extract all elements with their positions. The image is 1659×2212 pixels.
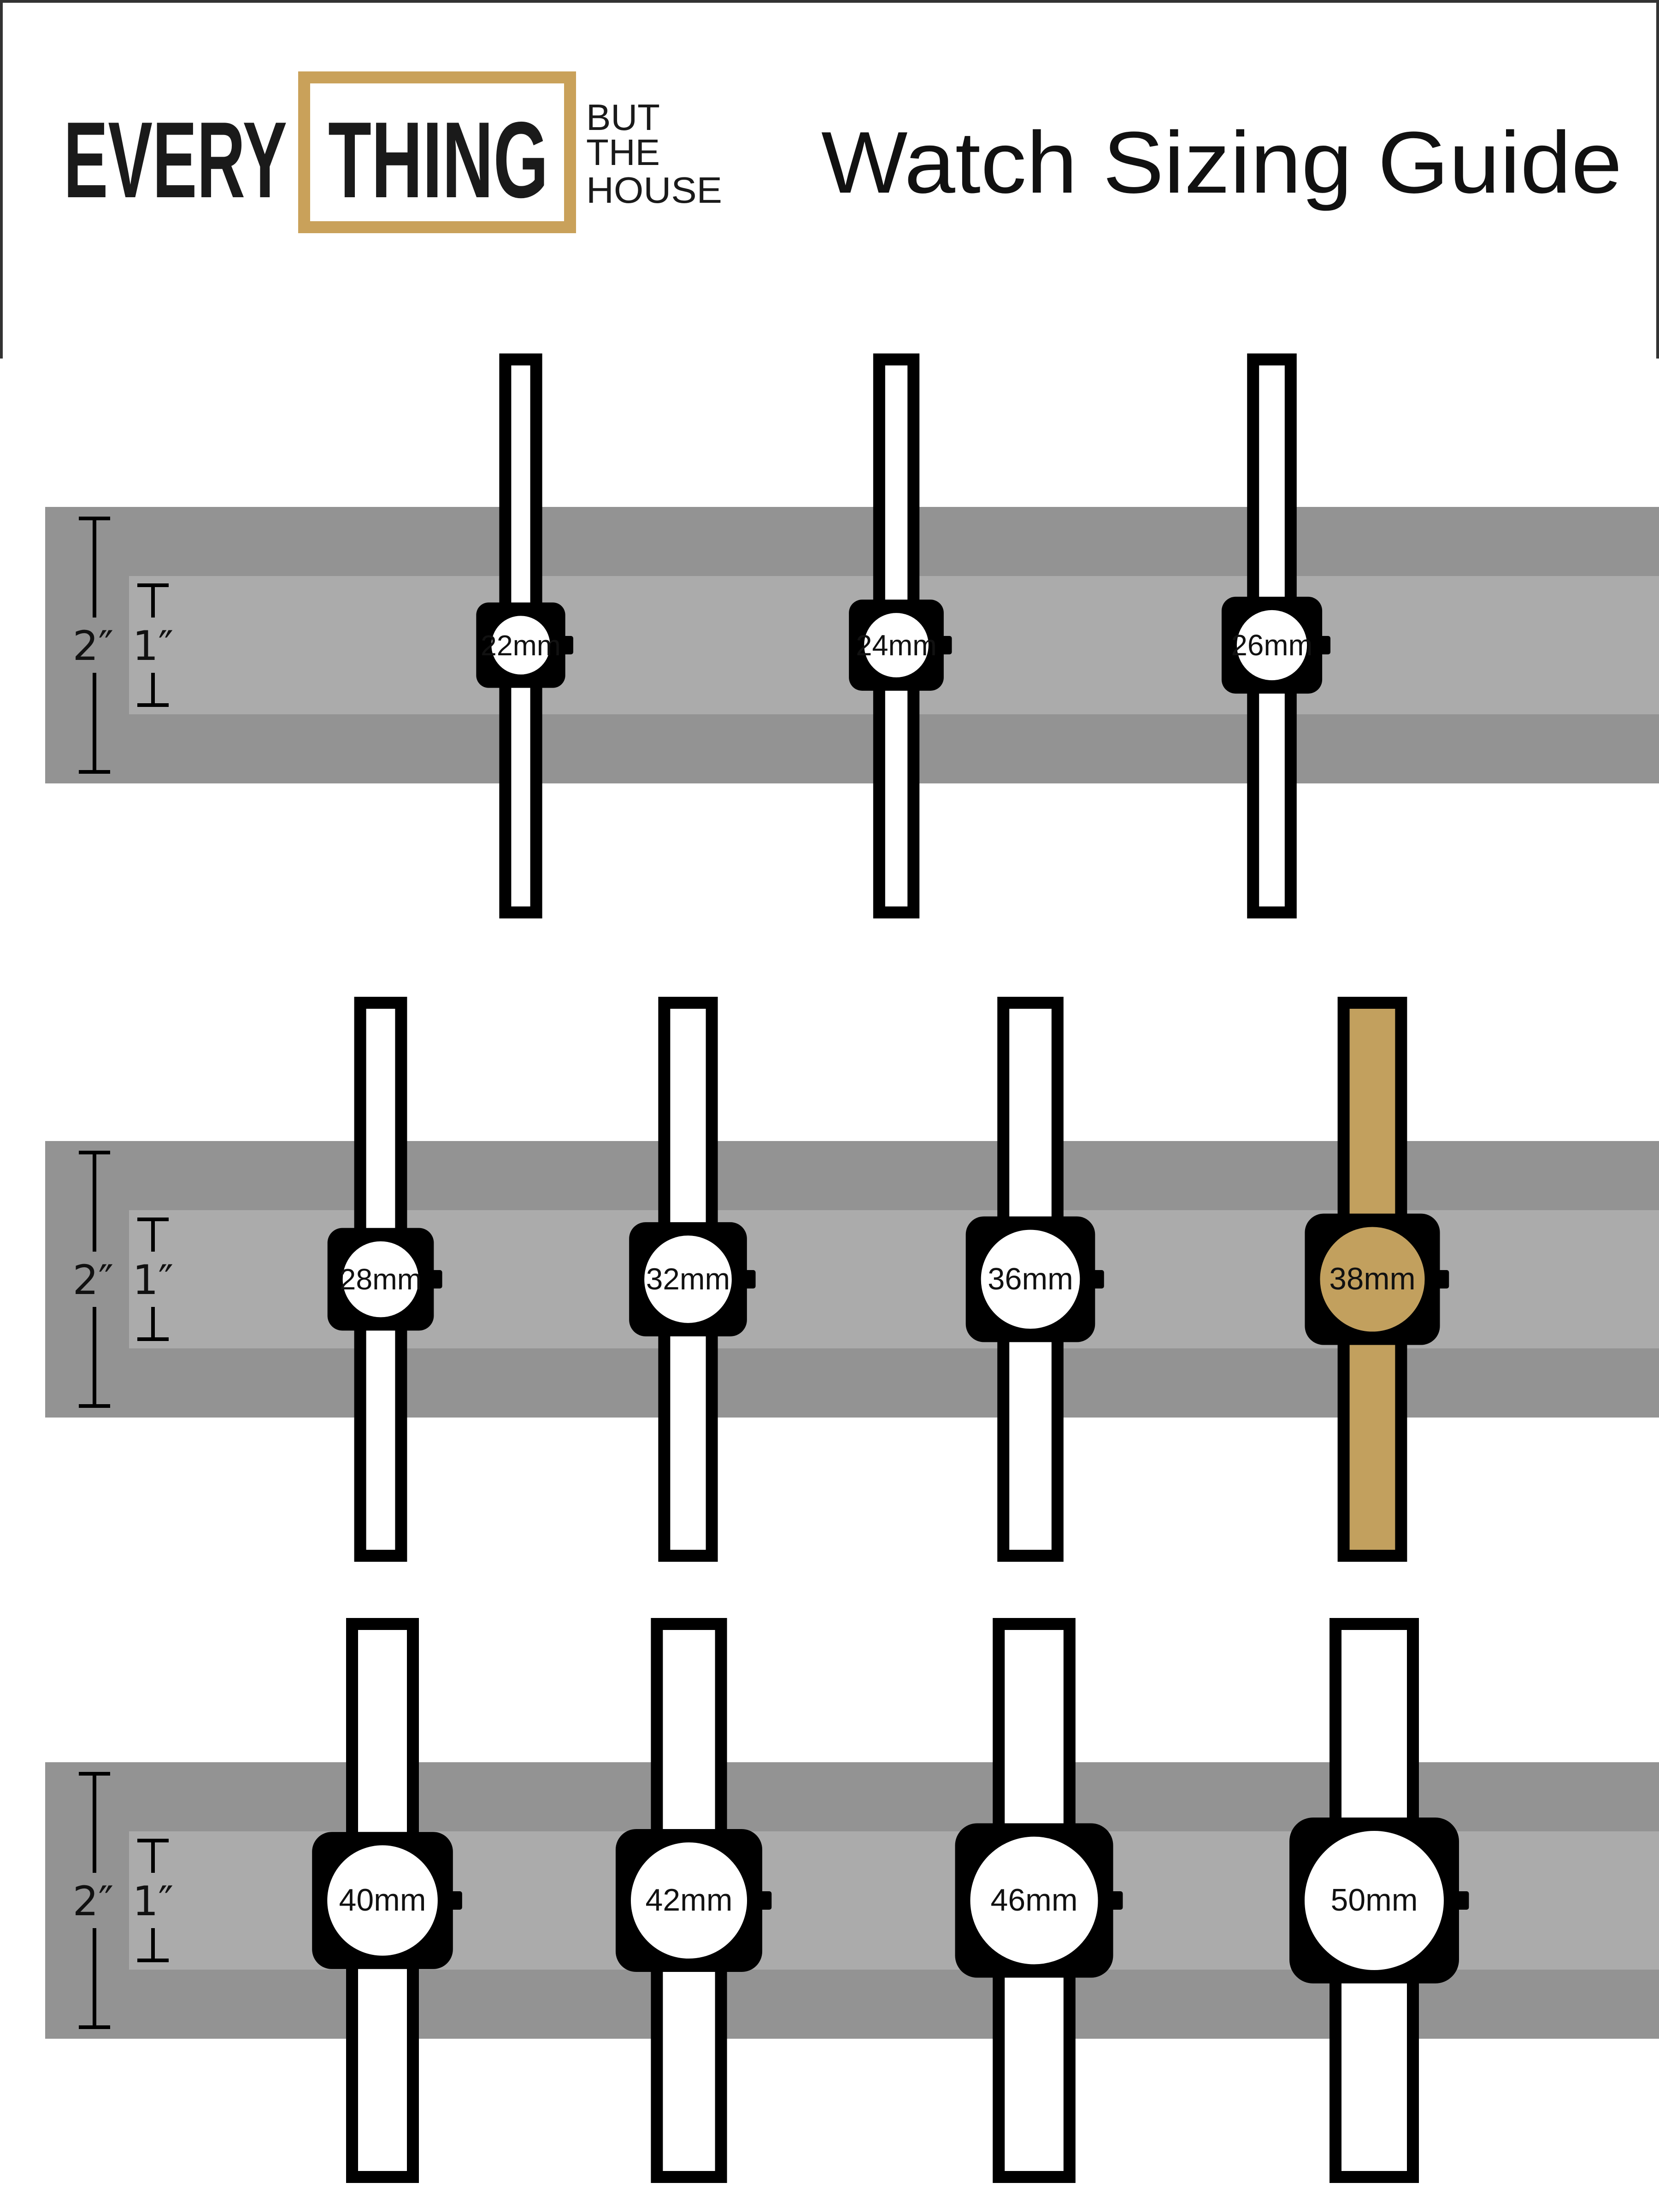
logo-word-thing: THING bbox=[328, 99, 548, 220]
watch-crown bbox=[1089, 1270, 1104, 1288]
ruler-label-1in: 1″ bbox=[133, 1877, 174, 1925]
logo-word-every: EVERY bbox=[64, 99, 287, 220]
ruler-label-2in: 2″ bbox=[73, 1256, 114, 1304]
watch-42mm: 42mm bbox=[615, 1618, 772, 2183]
watch-size-label: 50mm bbox=[1331, 1883, 1418, 1918]
watch-dial bbox=[969, 1218, 1092, 1341]
watch-crown bbox=[1107, 1891, 1123, 1910]
watch-22mm: 22mm bbox=[476, 353, 573, 918]
watch-46mm: 46mm bbox=[955, 1618, 1123, 2183]
watch-50mm: 50mm bbox=[1289, 1618, 1469, 2183]
ruler-label-2in: 2″ bbox=[73, 1877, 114, 1925]
ruler-2in: 2″ bbox=[73, 1151, 114, 1408]
watch-crown bbox=[428, 1270, 442, 1288]
watch-dial bbox=[1308, 1215, 1437, 1344]
watch-dial bbox=[618, 1830, 759, 1971]
watch-dial bbox=[632, 1224, 744, 1335]
watch-dial bbox=[852, 601, 941, 689]
watch-size-label: 28mm bbox=[340, 1263, 422, 1296]
watch-size-label: 32mm bbox=[646, 1262, 730, 1296]
ruler-label-1in: 1″ bbox=[133, 622, 174, 670]
watch-size-label: 22mm bbox=[481, 629, 561, 662]
watch-26mm: 26mm bbox=[1221, 353, 1331, 918]
watch-dial bbox=[1293, 1819, 1456, 1982]
watch-24mm: 24mm bbox=[849, 353, 952, 918]
watch-dial bbox=[1224, 598, 1319, 693]
ruler-1in: 1″ bbox=[133, 1839, 174, 1962]
watch-28mm: 28mm bbox=[327, 997, 442, 1562]
watch-crown bbox=[559, 636, 573, 654]
size-row: 2″ 1″ 28mm 32mm 36mm 38mm bbox=[45, 997, 1659, 1562]
ruler-label-2in: 2″ bbox=[73, 622, 114, 670]
watch-size-label: 38mm bbox=[1329, 1262, 1415, 1296]
watch-crown bbox=[741, 1270, 756, 1288]
logo-line-the: THE bbox=[586, 132, 660, 173]
watch-size-label: 40mm bbox=[339, 1883, 426, 1918]
watch-size-label: 46mm bbox=[991, 1883, 1078, 1918]
watch-32mm: 32mm bbox=[629, 997, 756, 1562]
watch-38mm: 38mm bbox=[1305, 997, 1449, 1562]
page-title: Watch Sizing Guide bbox=[821, 114, 1622, 212]
watch-crown bbox=[938, 636, 952, 654]
watch-dial bbox=[315, 1833, 450, 1968]
watch-dial bbox=[330, 1229, 431, 1330]
logo-line-house: HOUSE bbox=[586, 170, 722, 211]
size-row: 2″ 1″ 22mm 24mm 26mm bbox=[45, 353, 1659, 918]
ruler-label-1in: 1″ bbox=[133, 1256, 174, 1304]
watch-40mm: 40mm bbox=[312, 1618, 462, 2183]
watch-36mm: 36mm bbox=[965, 997, 1104, 1562]
header: EVERY THING BUT THE HOUSE Watch Sizing G… bbox=[0, 0, 1659, 359]
sizing-rows: 2″ 1″ 22mm 24mm 26mm 2″ 1″ 28mm 32mm 36mm 38mm 2″ 1″… bbox=[45, 353, 1659, 2183]
logo-frame bbox=[298, 71, 576, 233]
watch-crown bbox=[1434, 1270, 1449, 1288]
watch-crown bbox=[1453, 1891, 1469, 1910]
watch-size-label: 26mm bbox=[1231, 629, 1312, 662]
watch-size-label: 24mm bbox=[856, 629, 937, 662]
ruler-1in: 1″ bbox=[133, 1218, 174, 1341]
watch-crown bbox=[757, 1891, 772, 1910]
watch-dial bbox=[958, 1824, 1110, 1977]
size-row: 2″ 1″ 40mm 42mm 46mm 50mm bbox=[45, 1618, 1659, 2183]
watch-crown bbox=[447, 1891, 462, 1910]
brand-logo: EVERY THING BUT THE HOUSE bbox=[64, 71, 722, 233]
watch-size-label: 42mm bbox=[646, 1883, 733, 1918]
ruler-2in: 2″ bbox=[73, 517, 114, 774]
watch-dial bbox=[479, 604, 562, 687]
logo-line-but: BUT bbox=[586, 97, 660, 138]
watch-crown bbox=[1317, 636, 1331, 654]
ruler-2in: 2″ bbox=[73, 1772, 114, 2029]
ruler-1in: 1″ bbox=[133, 583, 174, 707]
watch-size-label: 36mm bbox=[988, 1262, 1073, 1296]
